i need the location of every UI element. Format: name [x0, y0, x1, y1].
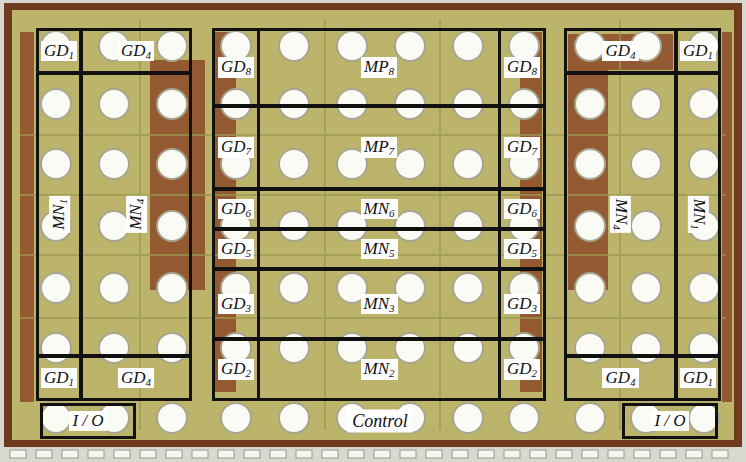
gate-driver-region: GD8 [212, 28, 260, 107]
region-label: GD4 [118, 41, 154, 62]
gate-driver-region: GD7 [498, 105, 546, 190]
transistor-column: MN1 [675, 72, 721, 357]
transistor-row: MN6 GD6 GD6 [212, 188, 546, 230]
transistor-row: MP7 GD7 GD7 [212, 105, 546, 190]
region-label: GD1 [41, 368, 77, 389]
region-label: GD8 [504, 57, 540, 78]
region-label: GD8 [218, 57, 254, 78]
region-label: GD1 [680, 368, 716, 389]
gate-driver-region: GD1 [36, 28, 82, 74]
io-region: I / O [622, 403, 718, 439]
gate-driver-region: GD7 [212, 105, 260, 190]
transistor-row: MP8 GD8 GD8 [212, 28, 546, 107]
region-label: MN2 [361, 359, 398, 380]
gate-driver-region: GD4 [564, 355, 677, 401]
region-label: GD1 [41, 41, 77, 62]
region-label: MP8 [361, 57, 397, 78]
gate-driver-region: GD5 [498, 228, 546, 270]
region-label: MN3 [361, 294, 398, 315]
region-label: MN4 [126, 196, 147, 233]
region-label: I / O [651, 411, 688, 432]
gate-driver-region: GD4 [80, 28, 192, 74]
transistor-row: MN2 GD2 GD2 [212, 338, 546, 401]
gate-driver-region: GD8 [498, 28, 546, 107]
region-label: MP7 [361, 137, 397, 158]
region-label: Control [347, 410, 412, 433]
gate-driver-region: GD6 [212, 188, 260, 230]
region-label: GD3 [218, 294, 254, 315]
region-label: GD5 [504, 239, 540, 260]
gate-driver-region: GD1 [675, 355, 721, 401]
transistor-row: MN5 GD5 GD5 [212, 228, 546, 270]
region-label: GD2 [218, 359, 254, 380]
region-label: GD7 [504, 137, 540, 158]
gate-driver-region: GD3 [498, 268, 546, 340]
region-label: GD3 [504, 294, 540, 315]
region-label: GD5 [218, 239, 254, 260]
region-label: MN4 [610, 196, 631, 233]
region-label: GD6 [504, 199, 540, 220]
region-label: GD1 [680, 41, 716, 62]
region-label: GD2 [504, 359, 540, 380]
region-label: MN1 [49, 196, 70, 233]
gate-driver-region: GD1 [36, 355, 82, 401]
gate-driver-region: GD2 [498, 338, 546, 401]
gate-driver-region: GD1 [675, 28, 721, 74]
gate-driver-region: GD4 [80, 355, 192, 401]
region-label: GD6 [218, 199, 254, 220]
region-label: GD4 [602, 368, 638, 389]
region-label: GD4 [602, 41, 638, 62]
gate-driver-region: GD4 [564, 28, 677, 74]
transistor-column: MN4 [80, 72, 192, 357]
gate-driver-region: GD5 [212, 228, 260, 270]
region-label: MN5 [361, 239, 398, 260]
transistor-column: MN1 [36, 72, 82, 357]
gate-driver-region: GD3 [212, 268, 260, 340]
region-label: MN6 [361, 199, 398, 220]
region-label: GD7 [218, 137, 254, 158]
transistor-column: MN4 [564, 72, 677, 357]
gate-driver-region: GD2 [212, 338, 260, 401]
transistor-row: MN3 GD3 GD3 [212, 268, 546, 340]
gate-driver-region: GD6 [498, 188, 546, 230]
region-label: GD4 [118, 368, 154, 389]
region-label: MN1 [688, 196, 709, 233]
io-region: I / O [40, 403, 136, 439]
region-label: I / O [69, 411, 106, 432]
